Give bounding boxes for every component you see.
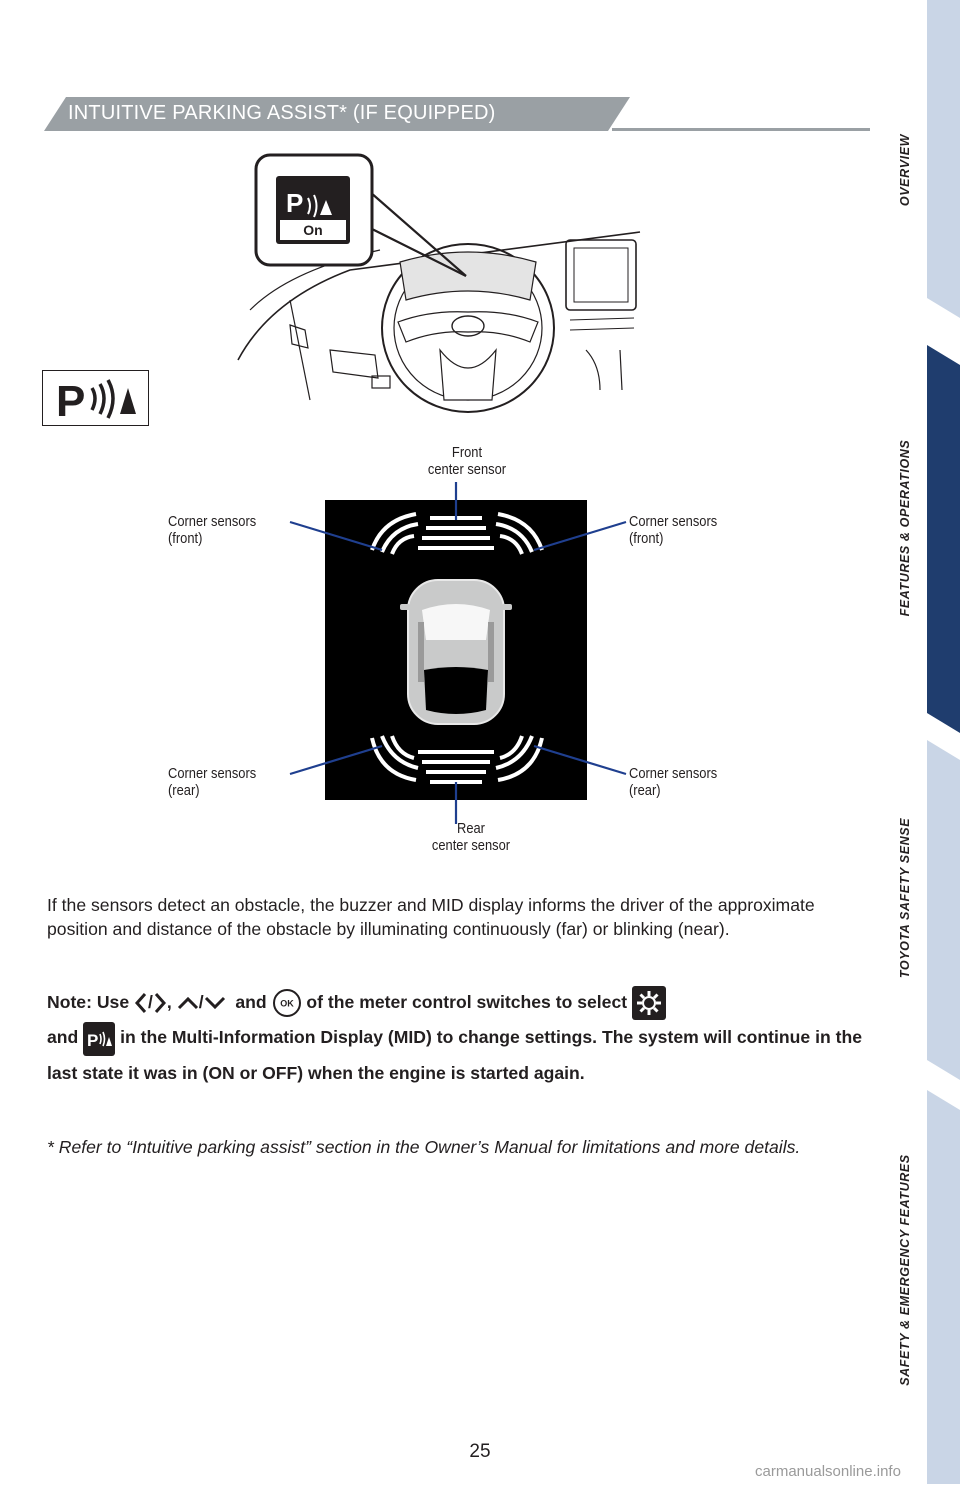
chevron-up-icon [177,997,198,1010]
watermark: carmanualsonline.info [755,1463,901,1480]
slash-2: / [198,992,204,1012]
parking-assist-switch-icon: P [42,370,149,426]
note-part4: in the Multi-Information Display (MID) t… [47,1027,862,1083]
and-1: and [235,992,267,1012]
indicator-on-label: On [303,222,322,238]
label-front-center-sensor: Front center sensor [427,444,507,478]
gear-icon [632,986,666,1021]
svg-text:P: P [286,188,303,218]
sensor-display-diagram [289,482,627,824]
label-corner-sensors-rear-left: Corner sensors (rear) [168,765,257,799]
label-corner-sensors-front-left: Corner sensors (front) [168,513,257,547]
comma: , [166,992,172,1012]
label-corner-sensors-rear-right: Corner sensors (rear) [629,765,718,799]
chevron-left-icon [135,993,147,1014]
section-header-banner [44,97,630,131]
note-paragraph: Note: Use /, / and OK of the meter contr… [47,985,867,1090]
note-part3: and [47,1027,79,1048]
header-rule [612,128,870,131]
section-title: INTUITIVE PARKING ASSIST* (IF EQUIPPED) [68,102,496,124]
note-part2: of the meter control switches to select [306,992,628,1012]
page-number: 25 [469,1441,491,1462]
svg-text:P: P [87,1031,98,1050]
ok-button-icon: OK [272,989,301,1018]
footnote: * Refer to “Intuitive parking assist” se… [47,1137,801,1157]
note-lead: Note: Use [47,992,130,1012]
svg-text:P: P [56,377,85,426]
parking-assist-icon: P [83,1021,116,1056]
label-corner-sensors-front-right: Corner sensors (front) [629,513,718,547]
svg-text:OK: OK [280,999,294,1009]
body-paragraph: If the sensors detect an obstacle, the b… [47,895,815,939]
dashboard-illustration: P On [237,153,641,413]
tab-safety-emergency[interactable]: SAFETY & EMERGENCY FEATURES [898,1154,912,1386]
label-rear-center-sensor: Rear center sensor [431,820,511,854]
chevron-right-icon [154,993,166,1014]
slash-1: / [148,992,153,1012]
chevron-down-icon [204,997,225,1010]
